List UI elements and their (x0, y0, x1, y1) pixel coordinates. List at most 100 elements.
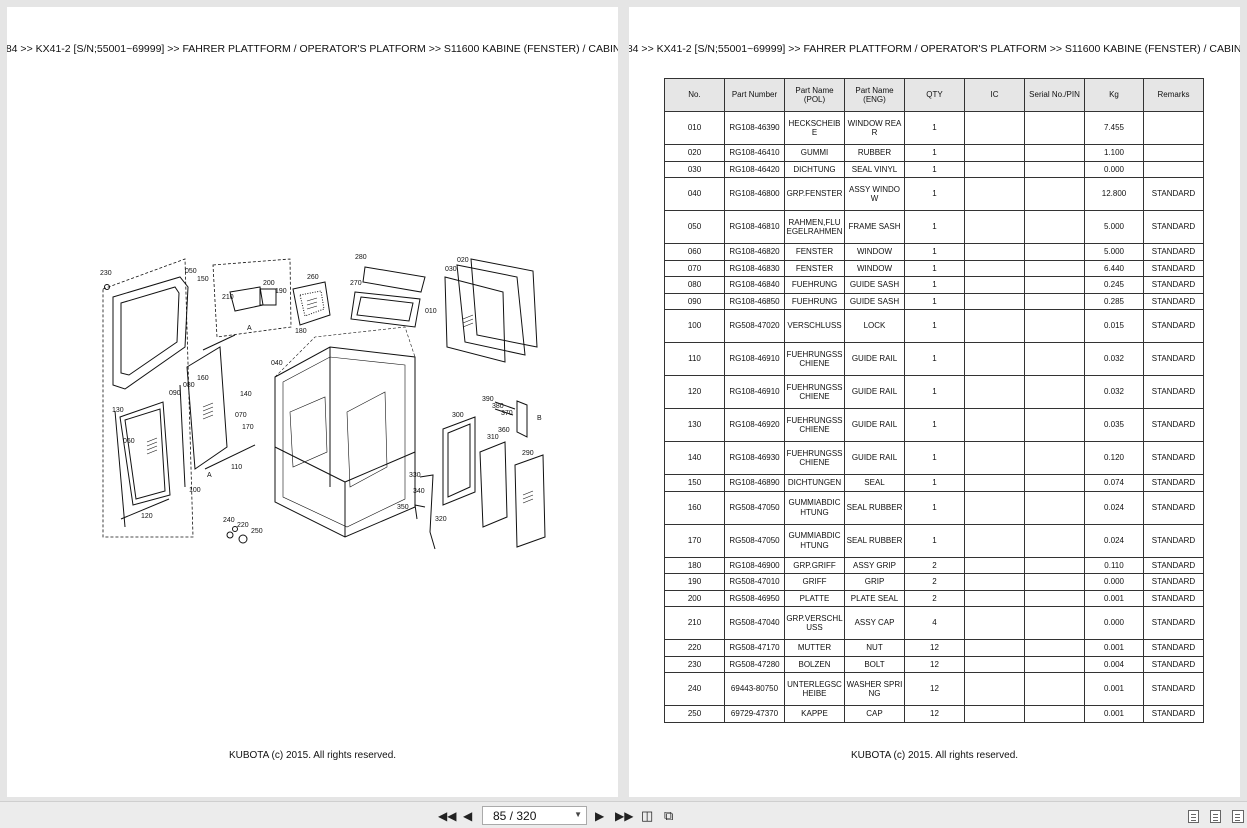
cell-ic (964, 292, 1025, 310)
callout: 150 (197, 276, 209, 283)
cell-qty: 1 (904, 523, 965, 558)
chevron-down-icon: ▼ (574, 810, 582, 819)
callout: 040 (271, 360, 283, 367)
cell-serial (1024, 309, 1085, 343)
cell-qty: 4 (904, 606, 965, 640)
cell-part-number: RG108-46890 (724, 474, 785, 492)
callout: 350 (397, 504, 409, 511)
cell-remarks: STANDARD (1143, 441, 1204, 475)
cell-kg: 5.000 (1084, 210, 1144, 244)
cell-qty: 1 (904, 474, 965, 492)
cell-remarks: STANDARD (1143, 573, 1204, 591)
next-page-icon[interactable]: ▶ (595, 809, 605, 823)
cell-ic (964, 639, 1025, 657)
cell-serial (1024, 111, 1085, 145)
cell-ic (964, 672, 1025, 706)
cell-kg: 0.001 (1084, 639, 1144, 657)
callout: 080 (183, 382, 195, 389)
cell-remarks: STANDARD (1143, 589, 1204, 607)
cell-part-number: RG108-46920 (724, 408, 785, 442)
cell-remarks: STANDARD (1143, 276, 1204, 294)
cell-kg: 0.000 (1084, 573, 1144, 591)
cell-part-name-eng: GUIDE SASH (844, 292, 905, 310)
cell-serial (1024, 177, 1085, 211)
callout: 180 (295, 328, 307, 335)
page-indicator: 85 / 320 (493, 809, 537, 823)
diagram-svg: 230 050 150 210 200 190 260 280 270 020 … (100, 254, 546, 550)
cell-ic (964, 655, 1025, 673)
cell-kg: 0.120 (1084, 441, 1144, 475)
callout: 280 (355, 254, 367, 261)
cell-remarks: STANDARD (1143, 342, 1204, 376)
left-page: 084 >> KX41-2 [S/N;55001~69999] >> FAHRE… (7, 7, 618, 797)
cell-ic (964, 259, 1025, 277)
cell-part-name-eng: PLATE SEAL (844, 589, 905, 607)
two-page-icon[interactable]: ⧉ (664, 808, 674, 823)
callout: 230 (100, 270, 112, 277)
cell-kg: 0.000 (1084, 606, 1144, 640)
cell-no: 060 (664, 243, 725, 261)
cell-kg: 0.000 (1084, 160, 1144, 178)
cell-serial (1024, 243, 1085, 261)
cell-part-number: RG108-46930 (724, 441, 785, 475)
cell-kg: 0.285 (1084, 292, 1144, 310)
cell-part-name-eng: GRIP (844, 573, 905, 591)
cell-ic (964, 408, 1025, 442)
cell-part-name-eng: WINDOW (844, 259, 905, 277)
cell-part-name-pol: RAHMEN,FLUEGELRAHMEN (784, 210, 845, 244)
callout: 270 (350, 280, 362, 287)
header-ic: IC (964, 78, 1025, 112)
cell-part-number: RG508-47020 (724, 309, 785, 343)
cell-serial (1024, 606, 1085, 640)
parts-table: No. Part Number Part Name (POL) Part Nam… (664, 78, 1204, 723)
continuous-view-icon[interactable] (1210, 810, 1221, 823)
cell-ic (964, 606, 1025, 640)
callout: 390 (482, 396, 494, 403)
callout: 170 (242, 424, 254, 431)
cell-serial (1024, 474, 1085, 492)
callout: 070 (235, 412, 247, 419)
cell-kg: 0.032 (1084, 342, 1144, 376)
page-selector[interactable]: 85 / 320 ▼ (482, 806, 587, 825)
single-page-view-icon[interactable] (1188, 810, 1199, 823)
cell-qty: 2 (904, 573, 965, 591)
cell-part-name-pol: FUEHRUNGSSCHIENE (784, 375, 845, 409)
callout: 030 (445, 266, 457, 273)
cell-part-name-eng: SEAL VINYL (844, 160, 905, 178)
callout: 310 (487, 434, 499, 441)
cell-ic (964, 144, 1025, 162)
callout: 290 (522, 450, 534, 457)
fit-page-icon[interactable]: ◫ (641, 808, 654, 823)
last-page-icon[interactable]: ▶▶ (615, 809, 634, 823)
cell-qty: 12 (904, 705, 965, 723)
prev-page-icon[interactable]: ◀ (463, 809, 473, 823)
first-page-icon[interactable]: ◀◀ (438, 809, 457, 823)
facing-view-icon[interactable] (1232, 810, 1244, 823)
cell-qty: 1 (904, 160, 965, 178)
cell-no: 230 (664, 655, 725, 673)
header-part-name-pol: Part Name (POL) (784, 78, 845, 112)
cell-part-name-eng: WINDOW REAR (844, 111, 905, 145)
cell-qty: 12 (904, 655, 965, 673)
callout: 050 (185, 268, 197, 275)
cell-kg: 0.032 (1084, 375, 1144, 409)
cell-no: 040 (664, 177, 725, 211)
cell-qty: 1 (904, 177, 965, 211)
cell-part-name-eng: NUT (844, 639, 905, 657)
cell-remarks: STANDARD (1143, 375, 1204, 409)
cell-kg: 0.024 (1084, 490, 1144, 525)
cell-part-number: RG108-46910 (724, 342, 785, 376)
cell-serial (1024, 573, 1085, 591)
header-kg: Kg (1084, 78, 1144, 112)
cell-qty: 1 (904, 243, 965, 261)
